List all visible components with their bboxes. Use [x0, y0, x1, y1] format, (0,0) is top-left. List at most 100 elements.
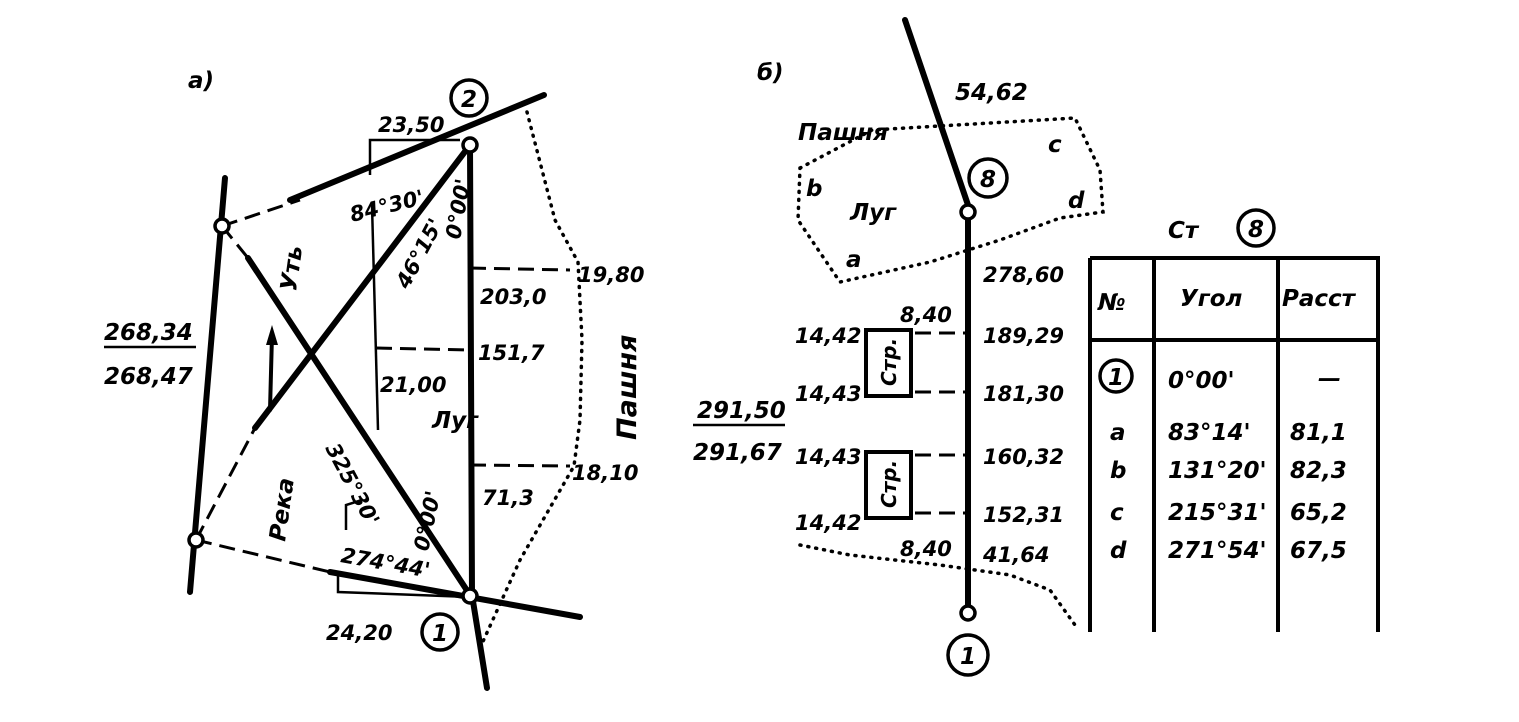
table-station-label: 8 [1248, 217, 1264, 243]
diagonal-left-1 [245, 255, 473, 598]
sight-line-left-bottom [194, 427, 257, 541]
offset-2030-label: 203,0 [480, 285, 546, 309]
table-row-dist: 82,3 [1290, 458, 1347, 484]
meadow-boundary [796, 116, 1105, 284]
building-2-label: Стр. [877, 460, 901, 508]
table-row-point: 1 [1108, 365, 1124, 391]
table-row-angle: 0°00' [1168, 368, 1235, 394]
table-header-angle: Угол [1180, 286, 1243, 312]
table-title: Ст [1168, 218, 1200, 244]
offset-2100 [375, 346, 471, 352]
offset-bottom-label: 8,40 [900, 537, 952, 561]
table-row-point: b [1110, 458, 1126, 484]
chainage-4: 152,31 [983, 503, 1064, 527]
offset-2100-label: 21,00 [380, 373, 446, 397]
offset-top-label: 8,40 [900, 303, 952, 327]
river-label: Река [265, 476, 300, 543]
panel-b: б) Стр. Стр. 8 1 54,62 Пашня Луг b a c d [693, 17, 1105, 677]
point-d-label: d [1068, 188, 1085, 214]
field-label-a: Пашня [612, 335, 643, 440]
line-through-2 [287, 92, 547, 203]
offset-1810 [469, 463, 571, 468]
line-extension-1 [469, 592, 490, 691]
flow-arrow-icon [266, 325, 278, 345]
angle-bottom-zero: 0°00' [409, 489, 445, 553]
offset-bracket-bottom [336, 572, 471, 599]
table-row-dist: 65,2 [1290, 500, 1347, 526]
station-2-label: 2 [461, 87, 477, 113]
table-row-dist: — [1318, 366, 1341, 392]
side-a-den: 268,47 [104, 364, 193, 390]
offset-1980-label: 19,80 [578, 263, 644, 287]
line-through-1 [327, 569, 583, 620]
dim-bottom: 24,20 [326, 621, 392, 645]
sight-line-bottom [195, 538, 331, 574]
left-width-2: 14,43 [795, 445, 861, 469]
left-width-0: 14,42 [795, 324, 861, 348]
table-row-1-ring [1098, 358, 1134, 394]
offset-bracket-top [368, 138, 460, 175]
station-1-b-marker [959, 604, 977, 622]
top-value: 54,62 [955, 80, 1028, 106]
chainage-2: 181,30 [983, 382, 1064, 406]
table-row-point: d [1110, 538, 1127, 564]
station-1-ring [420, 612, 460, 652]
station-8-marker [959, 203, 977, 221]
building-1 [864, 328, 913, 398]
ford-label: Уть [276, 244, 308, 293]
station-8-ring [967, 157, 1009, 199]
side-b-den: 291,67 [693, 440, 782, 466]
station-8-label: 8 [980, 167, 996, 193]
side-a-num: 268,34 [104, 320, 193, 346]
field-label-b: Пашня [798, 120, 888, 146]
panel-a-label: а) [188, 68, 214, 94]
side-b-num: 291,50 [697, 398, 786, 424]
incoming-line [902, 17, 971, 208]
table-row-angle: 131°20' [1168, 458, 1267, 484]
angle-tick [344, 498, 363, 530]
point-a-label: a [846, 247, 862, 273]
sight-line-top [221, 198, 301, 228]
offset-1517-label: 151,7 [478, 341, 545, 365]
station-table: Ст 8 № Угол Расст 1 0°00' — a 83°14' 81,… [1088, 208, 1380, 632]
station-1-b-label: 1 [960, 644, 976, 670]
table-row-angle: 271°54' [1168, 538, 1267, 564]
chainage-0: 278,60 [983, 263, 1064, 287]
left-width-3: 14,42 [795, 511, 861, 535]
table-row-dist: 67,5 [1290, 538, 1347, 564]
survey-line-1-2 [467, 142, 475, 598]
station-1-marker [461, 587, 479, 605]
panel-a: а) [104, 68, 644, 691]
flow-arrow-shaft [268, 333, 274, 412]
river-bank-line [187, 175, 228, 595]
lower-boundary [798, 543, 1077, 627]
table-row-point: c [1110, 500, 1124, 526]
table-row-point: a [1110, 420, 1126, 446]
meadow-label-b: Луг [849, 200, 897, 226]
station-1-b-ring [946, 633, 990, 677]
angle-diag: 46°15' [391, 215, 448, 294]
table-header-dist: Расст [1282, 286, 1357, 312]
building-1-label: Стр. [877, 338, 901, 386]
table-row-angle: 215°31' [1168, 500, 1267, 526]
chainage-1: 189,29 [983, 324, 1064, 348]
point-c-label: c [1048, 132, 1062, 158]
building-2 [864, 450, 913, 520]
left-width-1: 14,43 [795, 382, 861, 406]
point-left-bottom [187, 531, 205, 549]
offset-1810-label: 18,10 [572, 461, 638, 485]
offset-713-label: 71,3 [482, 486, 534, 510]
table-row-angle: 83°14' [1168, 420, 1251, 446]
station-1-label: 1 [432, 621, 448, 647]
station-2-marker [461, 136, 479, 154]
table-header-no: № [1097, 290, 1126, 316]
point-b-label: b [806, 176, 822, 202]
station-2-ring [449, 78, 489, 118]
diagonal-2-left [252, 142, 473, 431]
meadow-label-a: Луг [431, 408, 479, 434]
panel-b-label: б) [757, 60, 784, 86]
offset-1980 [469, 266, 571, 272]
table-station-ring [1236, 208, 1276, 248]
field-boundary-a [478, 110, 584, 650]
